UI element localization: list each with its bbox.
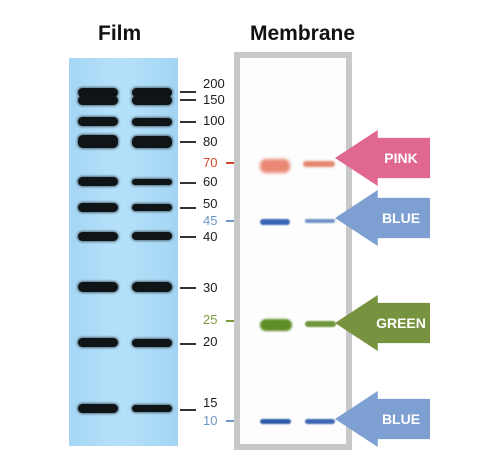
film-band [132, 179, 172, 185]
marker-tick [180, 236, 196, 238]
film-band [78, 96, 118, 105]
film-band [132, 282, 172, 292]
blue-arrow-label: BLUE [381, 411, 421, 427]
marker-tick [180, 287, 196, 289]
marker-label: 100 [203, 113, 225, 128]
marker-tick [180, 409, 196, 411]
marker-tick [180, 91, 196, 93]
film-band [78, 203, 118, 212]
marker-tick-blue [226, 420, 240, 422]
marker-label: 20 [203, 334, 218, 349]
pink-arrow-label: PINK [384, 150, 418, 166]
marker-tick [180, 99, 196, 101]
film-band [132, 96, 172, 105]
marker-label: 150 [203, 92, 225, 107]
marker-label: 60 [203, 174, 218, 189]
film-blot [69, 58, 178, 446]
membrane-band-green [260, 319, 292, 331]
marker-tick [180, 207, 196, 209]
blue-arrow-label: BLUE [381, 210, 421, 226]
film-band [78, 177, 118, 186]
marker-label: 30 [203, 280, 218, 295]
membrane-blot [234, 52, 352, 450]
film-band [132, 339, 172, 347]
marker-tick [180, 121, 196, 123]
film-band [78, 232, 118, 241]
film-band [78, 117, 118, 126]
marker-label: 50 [203, 196, 218, 211]
membrane-band-pink [303, 161, 335, 167]
film-band [132, 136, 172, 148]
marker-tick [180, 343, 196, 345]
green-arrow-label: GREEN [376, 315, 426, 331]
membrane-band-blue [305, 219, 335, 223]
membrane-band-pink [260, 159, 290, 173]
marker-label: 10 [203, 413, 218, 428]
marker-label: 200 [203, 76, 225, 91]
marker-label: 15 [203, 395, 218, 410]
film-title: Film [98, 22, 142, 45]
membrane-band-blue [260, 219, 290, 225]
marker-label: 25 [203, 312, 218, 327]
membrane-title: Membrane [250, 22, 356, 45]
film-band [132, 405, 172, 412]
marker-tick-pink [226, 162, 240, 164]
film-band [132, 118, 172, 126]
marker-tick [180, 141, 196, 143]
film-band [78, 282, 118, 292]
film-band [78, 338, 118, 347]
marker-tick-green [226, 320, 240, 322]
film-band [132, 88, 172, 97]
film-band [132, 232, 172, 240]
membrane-band-blue [305, 419, 335, 424]
marker-label: 70 [203, 155, 218, 170]
membrane-band-blue [260, 419, 291, 424]
marker-label: 80 [203, 134, 218, 149]
film-band [132, 204, 172, 211]
marker-tick [180, 182, 196, 184]
membrane-band-green [305, 321, 336, 327]
film-band [78, 135, 118, 148]
film-band [78, 404, 118, 413]
marker-label: 45 [203, 213, 218, 228]
marker-label: 40 [203, 229, 218, 244]
marker-tick-blue [226, 220, 240, 222]
film-band [78, 88, 118, 97]
